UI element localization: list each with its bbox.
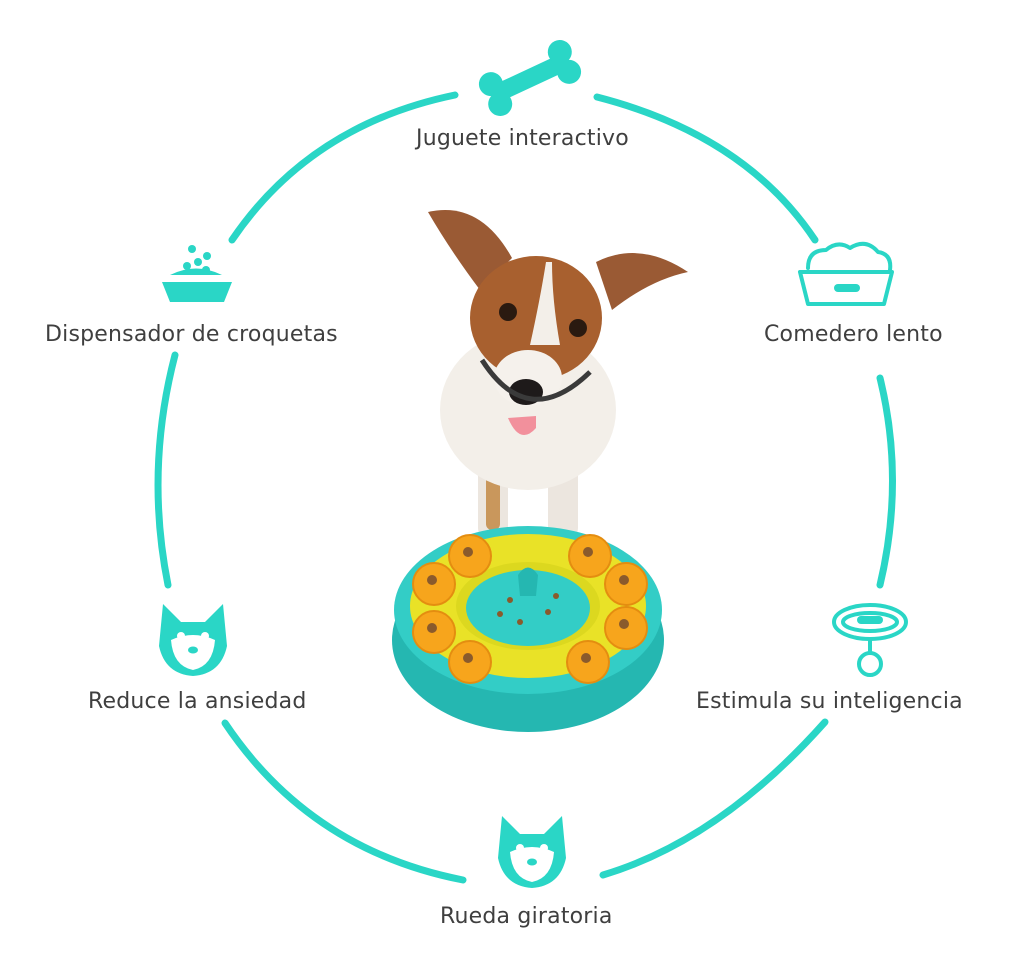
ring-arc-bottom-right bbox=[599, 718, 829, 879]
ring-arc-left bbox=[154, 351, 179, 589]
feature-label-juguete-interactivo: Juguete interactivo bbox=[416, 126, 629, 151]
ring-arc-top-left bbox=[228, 91, 459, 244]
shiba-face-icon-bottom bbox=[498, 816, 566, 888]
kibble-bowl-icon bbox=[162, 245, 232, 302]
slow-feeder-bowl-icon bbox=[798, 241, 894, 306]
feature-label-rueda-giratoria: Rueda giratoria bbox=[440, 904, 613, 929]
ring-arc-top-right bbox=[593, 93, 819, 244]
ring bbox=[154, 91, 896, 884]
dog-photo bbox=[428, 209, 688, 540]
ring-arc-right bbox=[876, 374, 896, 589]
ring-arc-bottom-left bbox=[221, 719, 467, 884]
feature-label-reduce-la-ansiedad: Reduce la ansiedad bbox=[88, 689, 307, 714]
puzzle-feeder-toy bbox=[392, 526, 664, 732]
feature-label-comedero-lento: Comedero lento bbox=[764, 322, 943, 347]
feature-label-dispensador-de-croquetas: Dispensador de croquetas bbox=[45, 322, 338, 347]
bone-icon bbox=[478, 39, 582, 117]
feature-label-estimula-su-inteligencia: Estimula su inteligencia bbox=[696, 689, 963, 714]
shiba-face-icon bbox=[159, 604, 227, 676]
collar-icon bbox=[832, 603, 908, 677]
